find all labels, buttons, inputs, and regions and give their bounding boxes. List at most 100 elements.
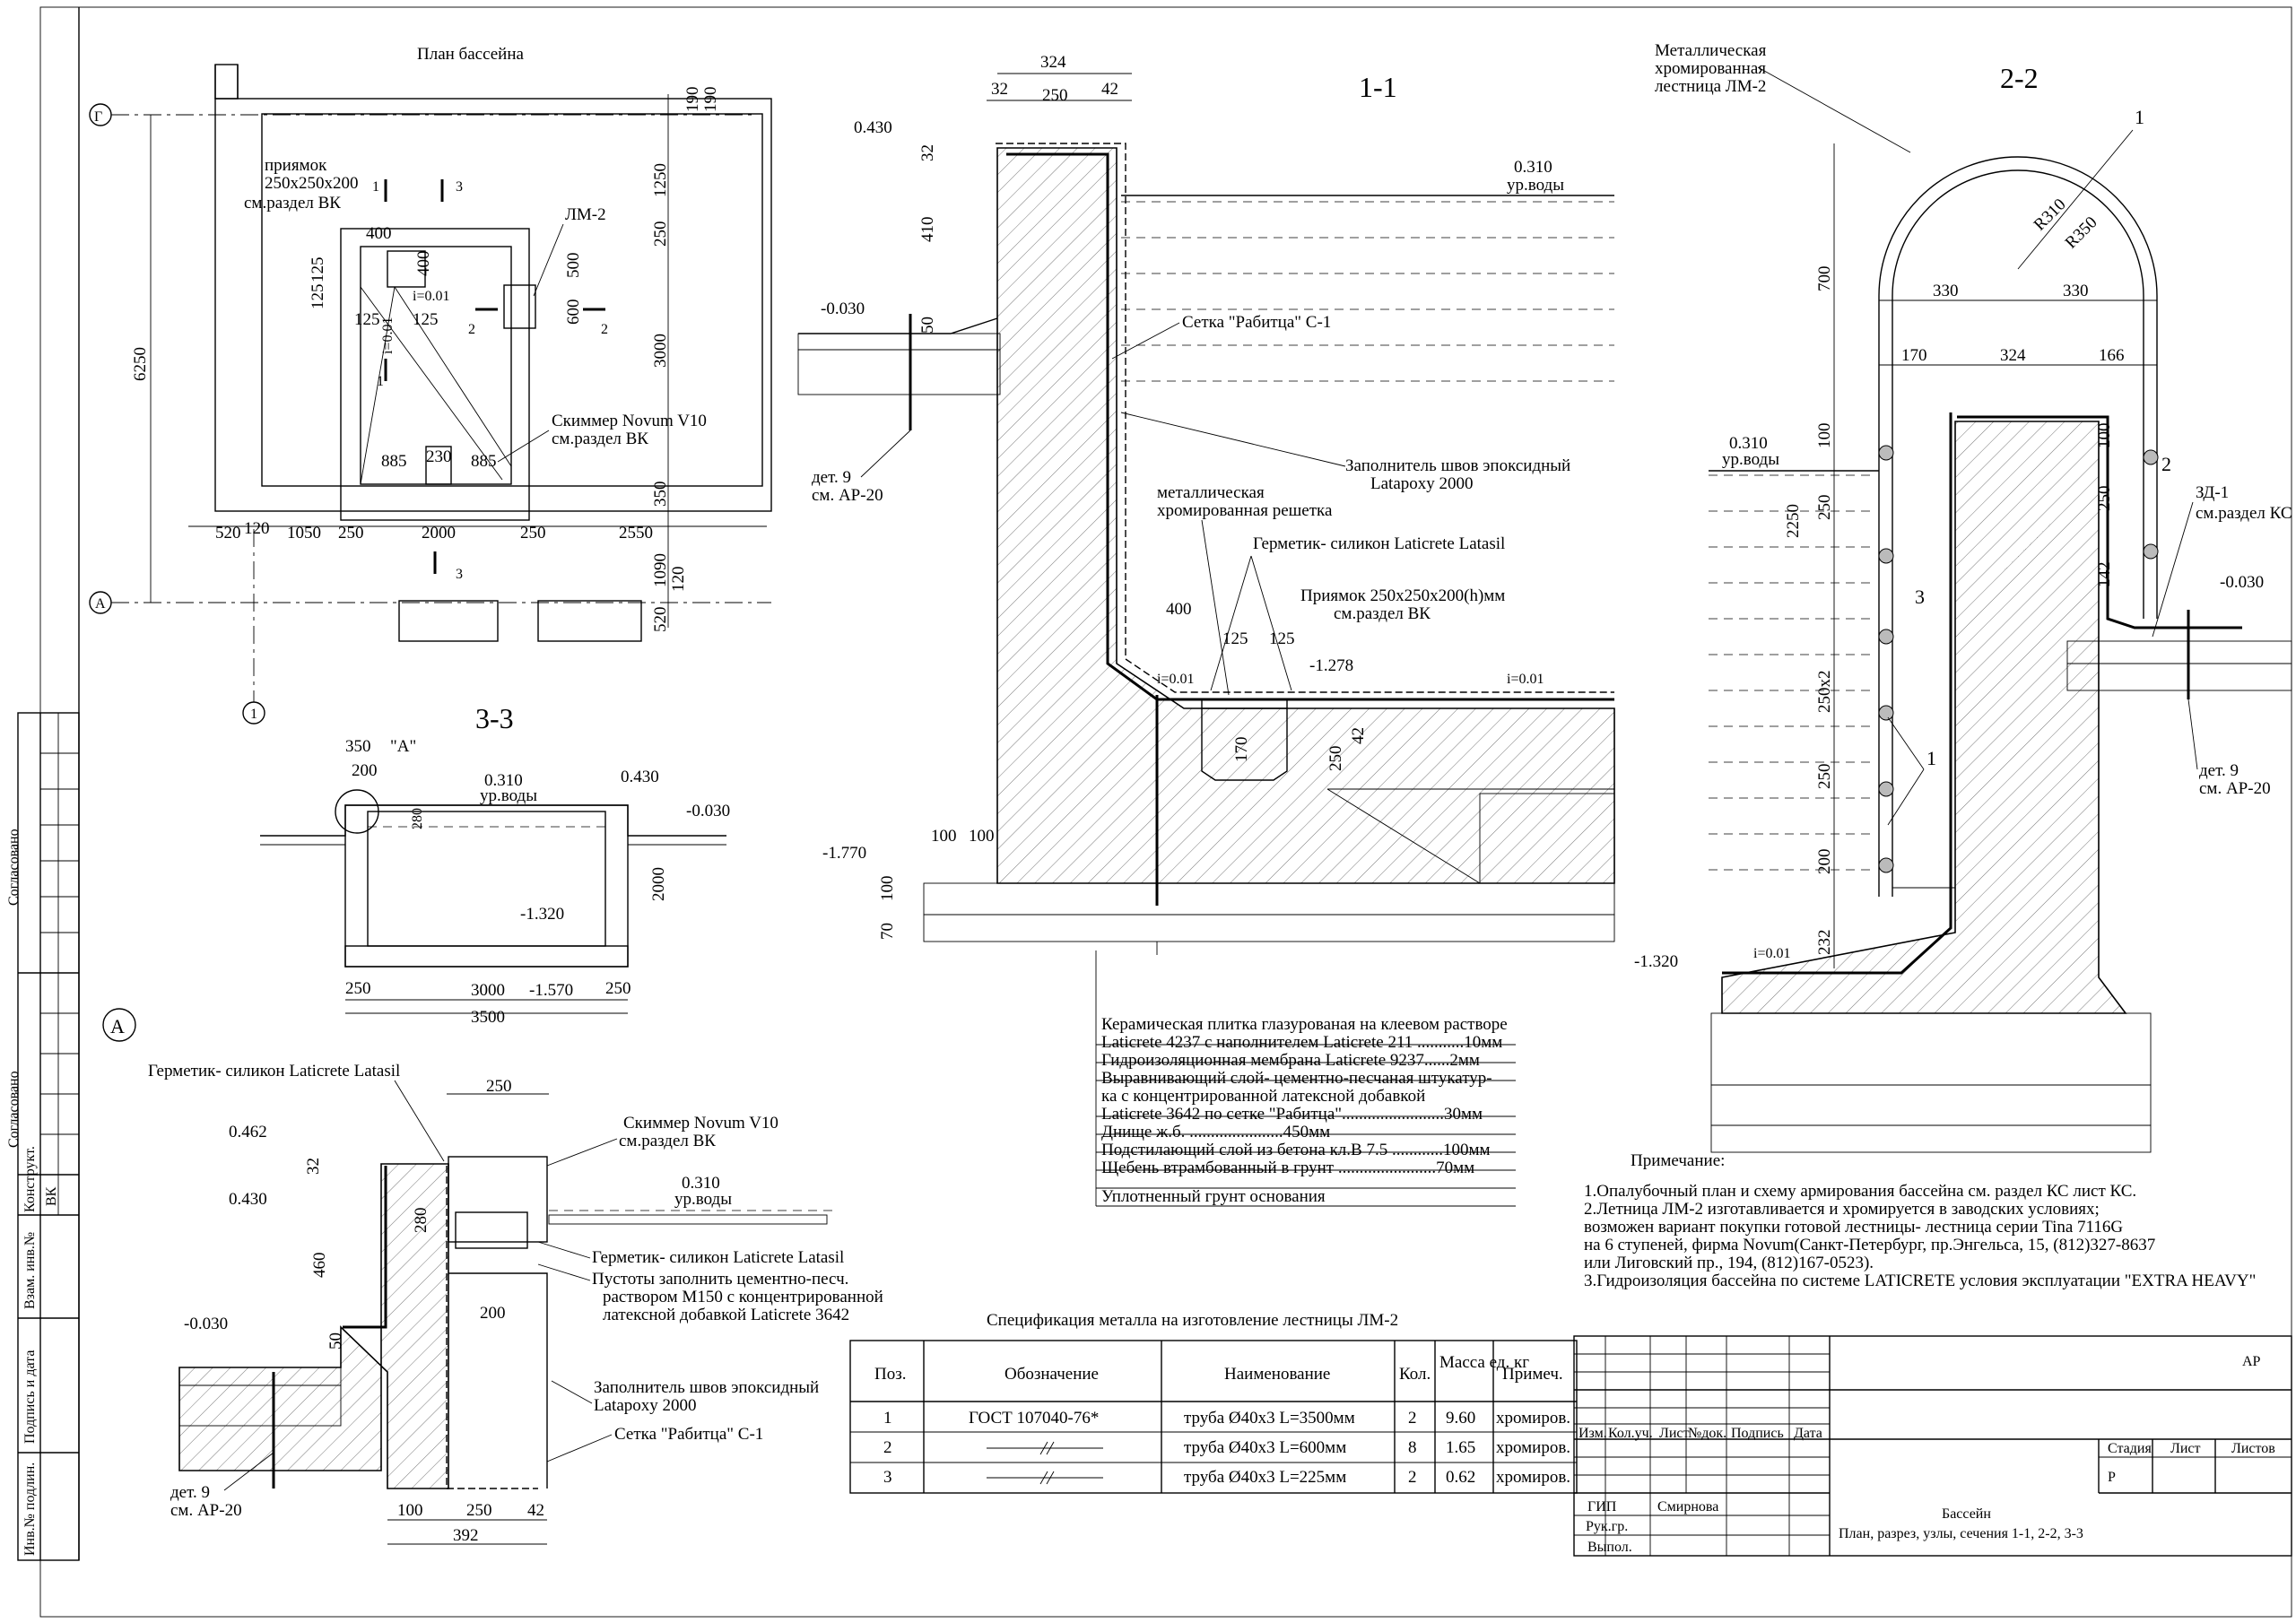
notes: Примечание: 1.Опалубочный план и схему а… [1584, 1151, 2256, 1290]
svg-text:125: 125 [1269, 629, 1295, 648]
svg-text:Масса ед. кг: Масса ед. кг [1439, 1353, 1529, 1372]
section11-title: 1-1 [1359, 71, 1397, 103]
svg-text:Заполнитель швов эпоксидный: Заполнитель швов эпоксидный [1345, 456, 1570, 475]
svg-text:или Лиговский пр., 194, (812)1: или Лиговский пр., 194, (812)167-0523). [1584, 1254, 1874, 1272]
svg-text:Изм.: Изм. [1578, 1426, 1607, 1441]
svg-text:100: 100 [397, 1501, 423, 1520]
svg-text:хромиров.: хромиров. [1496, 1438, 1570, 1457]
svg-text:ур.воды: ур.воды [674, 1190, 732, 1209]
svg-text:Подпись: Подпись [1731, 1426, 1784, 1441]
section22-title: 2-2 [2000, 62, 2039, 94]
svg-text:-0.030: -0.030 [184, 1315, 228, 1333]
svg-text:2: 2 [883, 1438, 892, 1457]
svg-text:330: 330 [2063, 282, 2089, 300]
svg-text:125: 125 [309, 257, 327, 283]
dim-6250: 6250 [131, 347, 150, 381]
svg-text:Выравнивающий слой- цементно-п: Выравнивающий слой- цементно-песчаная шт… [1101, 1069, 1492, 1088]
svg-text:3: 3 [456, 567, 463, 582]
svg-text:ЗД-1: ЗД-1 [2196, 483, 2229, 502]
svg-text:232: 232 [1815, 930, 1834, 956]
svg-text:8: 8 [1408, 1438, 1417, 1457]
svg-text:120: 120 [669, 567, 688, 593]
svg-text:-1.770: -1.770 [822, 844, 866, 863]
svg-text:100: 100 [969, 827, 995, 846]
svg-text:Laticrete 3642 по сетке "Рабит: Laticrete 3642 по сетке "Рабитца".......… [1101, 1105, 1483, 1124]
svg-text:i=0.01: i=0.01 [1753, 946, 1790, 961]
svg-text:i=0.01: i=0.01 [1157, 672, 1194, 687]
svg-text:дет. 9: дет. 9 [170, 1483, 210, 1502]
svg-text:Latapoxy 2000: Latapoxy 2000 [594, 1396, 697, 1415]
svg-text:Latapoxy 2000: Latapoxy 2000 [1370, 474, 1474, 493]
svg-text:1: 1 [883, 1409, 892, 1428]
svg-text:Приямок 250x250x200(h)мм: Приямок 250x250x200(h)мм [1300, 586, 1505, 605]
svg-text:190: 190 [683, 87, 702, 113]
svg-text:Пустоты заполнить цементно-пес: Пустоты заполнить цементно-песч. [592, 1270, 848, 1289]
svg-text:Кол.уч.: Кол.уч. [1608, 1426, 1653, 1441]
svg-text:Выпол.: Выпол. [1587, 1540, 1632, 1555]
svg-text:1.Опалубочный план и схему арм: 1.Опалубочный план и схему армирования б… [1584, 1182, 2136, 1201]
svg-text:2550: 2550 [619, 524, 653, 542]
svg-text:324: 324 [2000, 346, 2026, 365]
svg-text:Скиммер Novum V10: Скиммер Novum V10 [623, 1114, 778, 1133]
svg-text:-1.570: -1.570 [529, 981, 573, 1000]
svg-text:-0.030: -0.030 [2220, 573, 2264, 592]
svg-text:120: 120 [244, 519, 270, 538]
svg-text:Герметик- силикон Laticrete La: Герметик- силикон Laticrete Latasil [148, 1062, 400, 1081]
svg-text:труба Ø40x3 L=225мм: труба Ø40x3 L=225мм [1184, 1468, 1346, 1487]
svg-text:125: 125 [1222, 629, 1248, 648]
svg-text:125: 125 [309, 284, 327, 310]
svg-text:1.65: 1.65 [1446, 1438, 1475, 1457]
svg-text:230: 230 [426, 447, 452, 466]
sidebar-sign-date: Подпись и дата [22, 1350, 38, 1444]
svg-text:50: 50 [918, 317, 937, 334]
object-name: Бассейн [1942, 1506, 1991, 1522]
svg-text:0.310: 0.310 [1514, 158, 1552, 177]
svg-text:-1.320: -1.320 [520, 905, 564, 924]
svg-text:Заполнитель швов эпоксидный: Заполнитель швов эпоксидный [594, 1378, 819, 1397]
svg-text:700: 700 [1815, 266, 1834, 292]
svg-text:324: 324 [1040, 53, 1066, 72]
svg-text:42: 42 [1349, 727, 1368, 744]
svg-text:Подстилающий слой из бетона кл: Подстилающий слой из бетона кл.В 7.5 ...… [1101, 1141, 1491, 1159]
svg-text:250x2: 250x2 [1815, 671, 1834, 714]
plan-slope: i=0.01 [413, 289, 449, 304]
sidebar-agreed-2: Согласовано [6, 1071, 22, 1148]
svg-text:42: 42 [1101, 80, 1118, 99]
spec-table: Спецификация металла на изготовление лес… [849, 1311, 1578, 1494]
svg-text:2: 2 [601, 322, 608, 337]
svg-text:9.60: 9.60 [1446, 1409, 1475, 1428]
svg-text:3: 3 [883, 1468, 892, 1487]
svg-text:Р: Р [2108, 1470, 2116, 1485]
svg-text:280: 280 [410, 808, 425, 829]
svg-text:ка с концентрированной латексн: ка с концентрированной латексной добавко… [1101, 1087, 1425, 1106]
svg-text:0.430: 0.430 [621, 768, 659, 786]
svg-text:32: 32 [304, 1158, 323, 1175]
svg-text:Сетка "Рабитца" С-1: Сетка "Рабитца" С-1 [1182, 313, 1331, 332]
svg-text:Наименование: Наименование [1224, 1365, 1330, 1384]
svg-text:-0.030: -0.030 [686, 802, 730, 820]
svg-text:32: 32 [991, 80, 1008, 99]
svg-text:Листов: Листов [2231, 1441, 2275, 1456]
svg-text:350: 350 [651, 482, 670, 508]
svg-text:Дата: Дата [1794, 1426, 1822, 1441]
svg-text:Днище ж.б. .................: Днище ж.б. ......................450мм [1101, 1123, 1330, 1141]
svg-text:2250: 2250 [1784, 504, 1803, 538]
svg-text:250: 250 [1815, 764, 1834, 790]
svg-text:R310: R310 [2031, 195, 2070, 235]
svg-text:190: 190 [701, 87, 720, 113]
svg-text:600: 600 [564, 299, 583, 325]
svg-text:400: 400 [366, 224, 392, 243]
svg-text:250: 250 [466, 1501, 492, 1520]
node-a: А Герметик- силикон Laticrete Latasil 25… [102, 1008, 883, 1545]
svg-text:170: 170 [1232, 737, 1251, 763]
svg-text:см.раздел ВК: см.раздел ВК [552, 430, 648, 448]
svg-text:-0.030: -0.030 [821, 299, 865, 318]
svg-text:3000: 3000 [651, 334, 670, 368]
callout-a-circle [335, 789, 379, 834]
svg-text:400: 400 [1166, 600, 1192, 619]
svg-text:400: 400 [414, 251, 433, 277]
svg-text:3000: 3000 [471, 981, 505, 1000]
svg-text:520: 520 [215, 524, 241, 542]
svg-text:0.310: 0.310 [682, 1174, 720, 1193]
svg-text:42: 42 [527, 1501, 544, 1520]
